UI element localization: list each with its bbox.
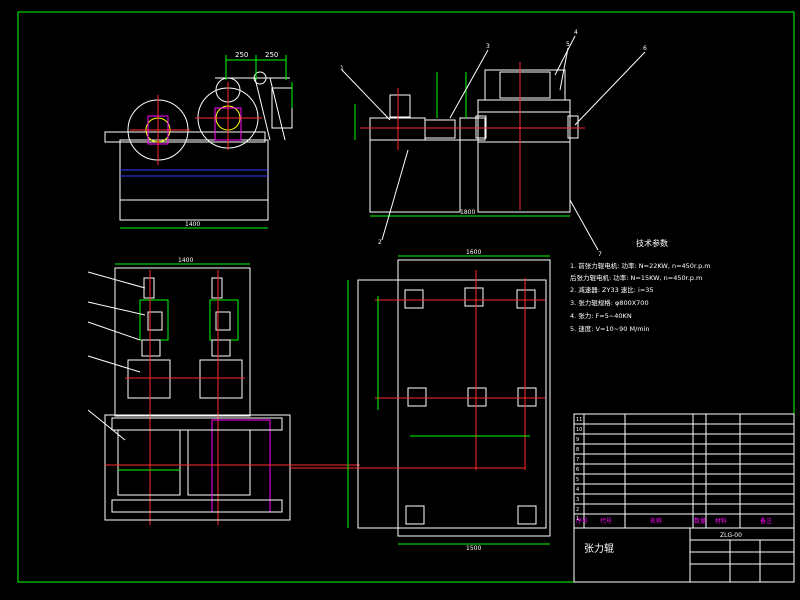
row-number: 11 bbox=[576, 417, 582, 423]
header-cell: 序号 bbox=[576, 517, 588, 525]
row-number: 2 bbox=[576, 507, 579, 513]
dim-side-bottom: 1800 bbox=[460, 209, 475, 216]
row-number: 3 bbox=[576, 497, 579, 503]
tech-line: 3. 张力辊规格: φ800X700 bbox=[570, 298, 649, 307]
dim-plan-top: 1400 bbox=[178, 257, 193, 264]
tech-line: 1. 前张力辊电机: 功率: N=22KW, n=450r.p.m bbox=[570, 261, 711, 270]
tech-line: 后张力辊电机: 功率: N=15KW, n=450r.p.m bbox=[570, 273, 702, 282]
dim-base-top: 1600 bbox=[466, 249, 481, 256]
callout-6: 6 bbox=[643, 45, 647, 52]
drawing-border bbox=[17, 11, 795, 583]
tech-notes: 1. 前张力辊电机: 功率: N=22KW, n=450r.p.m 后张力辊电机… bbox=[570, 261, 711, 333]
plan-view bbox=[87, 263, 360, 525]
tech-line: 4. 张力: F=5~40KN bbox=[570, 311, 632, 320]
row-number: 6 bbox=[576, 467, 579, 473]
row-number: 9 bbox=[576, 437, 579, 443]
callout-1: 1 bbox=[340, 65, 344, 72]
row-number: 8 bbox=[576, 447, 579, 453]
callout-2: 2 bbox=[378, 239, 382, 246]
dim-front-top-left: 250 bbox=[235, 51, 248, 59]
row-number: 1 bbox=[576, 516, 579, 522]
callout-7: 7 bbox=[598, 251, 602, 258]
tech-heading: 技术参数 bbox=[636, 238, 668, 248]
front-view bbox=[104, 55, 293, 229]
callout-5: 5 bbox=[566, 41, 570, 48]
header-cell: 名称 bbox=[650, 517, 662, 525]
foundation-view bbox=[290, 255, 551, 545]
header-cell: 备注 bbox=[760, 517, 772, 525]
header-cell: 代号 bbox=[600, 517, 612, 525]
callout-3: 3 bbox=[486, 43, 490, 50]
parts-list bbox=[573, 413, 795, 583]
parts-list-row-numbers: 11 10 9 8 7 6 5 4 3 2 1 bbox=[576, 417, 582, 522]
header-cell: 材料 bbox=[715, 517, 727, 525]
dim-front-bottom: 1400 bbox=[185, 221, 200, 228]
drawing-title: 张力辊 bbox=[584, 542, 614, 555]
header-cell: 数量 bbox=[694, 517, 706, 525]
row-number: 5 bbox=[576, 477, 579, 483]
row-number: 4 bbox=[576, 487, 579, 493]
drawing-number: ZLG-00 bbox=[720, 532, 742, 539]
row-number: 10 bbox=[576, 427, 582, 433]
dim-front-top-right: 250 bbox=[265, 51, 278, 59]
callout-4: 4 bbox=[574, 29, 578, 36]
tech-line: 5. 速度: V=10~90 M/min bbox=[570, 324, 650, 333]
tech-line: 2. 减速器: ZY33 速比: i=35 bbox=[570, 285, 654, 294]
dim-base-bottom: 1500 bbox=[466, 545, 481, 552]
side-view bbox=[341, 35, 646, 251]
row-number: 7 bbox=[576, 457, 579, 463]
parts-list-header: 序号 代号 名称 数量 材料 备注 bbox=[576, 517, 772, 525]
